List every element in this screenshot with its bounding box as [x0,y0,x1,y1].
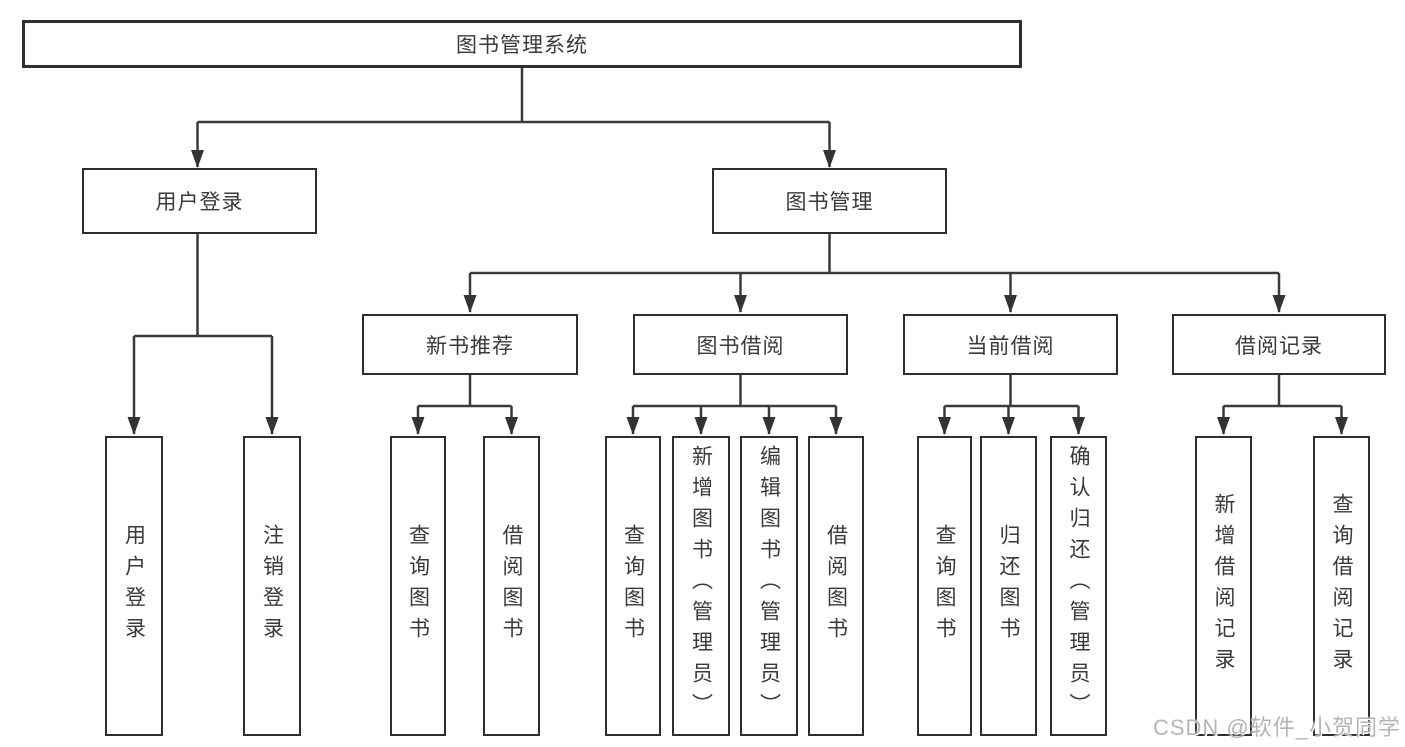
node-book-borrowing: 图书借阅 [633,314,848,375]
leaf-borrow-borrow-books-label: 借阅图书 [824,524,848,648]
leaf-user-login: 用户登录 [105,436,163,736]
leaf-add-books-admin: 新增图书（管理员） [672,436,730,736]
leaf-query-borrow-record-label: 查询借阅记录 [1330,493,1353,679]
node-user-login-label: 用户登录 [155,191,244,214]
node-borrowing-records-label: 借阅记录 [1235,334,1323,358]
leaf-edit-books-admin-label: 编辑图书（管理员） [757,445,781,724]
csdn-watermark: CSDN @软件_小贺同学 [1152,715,1401,740]
leaf-recommend-borrow-books-label: 借阅图书 [500,524,523,648]
leaf-add-borrow-record: 新增借阅记录 [1195,436,1252,736]
leaf-return-books-label: 归还图书 [997,524,1020,648]
leaf-borrow-query-books-label: 查询图书 [621,524,645,648]
leaf-current-query-books: 查询图书 [917,436,972,736]
leaf-confirm-return-admin-label: 确认归还（管理员） [1067,445,1090,724]
node-current-borrowing-label: 当前借阅 [966,334,1055,358]
leaf-add-borrow-record-label: 新增借阅记录 [1212,493,1235,679]
leaf-current-query-books-label: 查询图书 [933,524,956,648]
leaf-logout: 注销登录 [243,436,301,736]
leaf-recommend-query-books: 查询图书 [390,436,446,736]
node-book-management-label: 图书管理 [785,191,874,214]
node-root-system: 图书管理系统 [22,20,1022,68]
leaf-logout-label: 注销登录 [260,524,284,648]
node-root-label: 图书管理系统 [456,34,588,57]
leaf-borrow-query-books: 查询图书 [605,436,661,736]
leaf-recommend-query-books-label: 查询图书 [406,524,430,648]
leaf-borrow-borrow-books: 借阅图书 [808,436,864,736]
node-book-borrowing-label: 图书借阅 [696,334,785,358]
node-user-login: 用户登录 [82,168,317,234]
node-current-borrowing: 当前借阅 [903,314,1118,375]
leaf-edit-books-admin: 编辑图书（管理员） [740,436,798,736]
node-new-book-recommend: 新书推荐 [362,314,578,375]
leaf-confirm-return-admin: 确认归还（管理员） [1050,436,1107,736]
node-borrowing-records: 借阅记录 [1172,314,1386,375]
leaf-query-borrow-record: 查询借阅记录 [1313,436,1370,736]
leaf-recommend-borrow-books: 借阅图书 [483,436,540,736]
node-book-management: 图书管理 [712,168,947,234]
leaf-add-books-admin-label: 新增图书（管理员） [689,445,713,724]
leaf-return-books: 归还图书 [980,436,1037,736]
leaf-user-login-label: 用户登录 [122,524,146,648]
node-new-book-recommend-label: 新书推荐 [426,334,514,358]
